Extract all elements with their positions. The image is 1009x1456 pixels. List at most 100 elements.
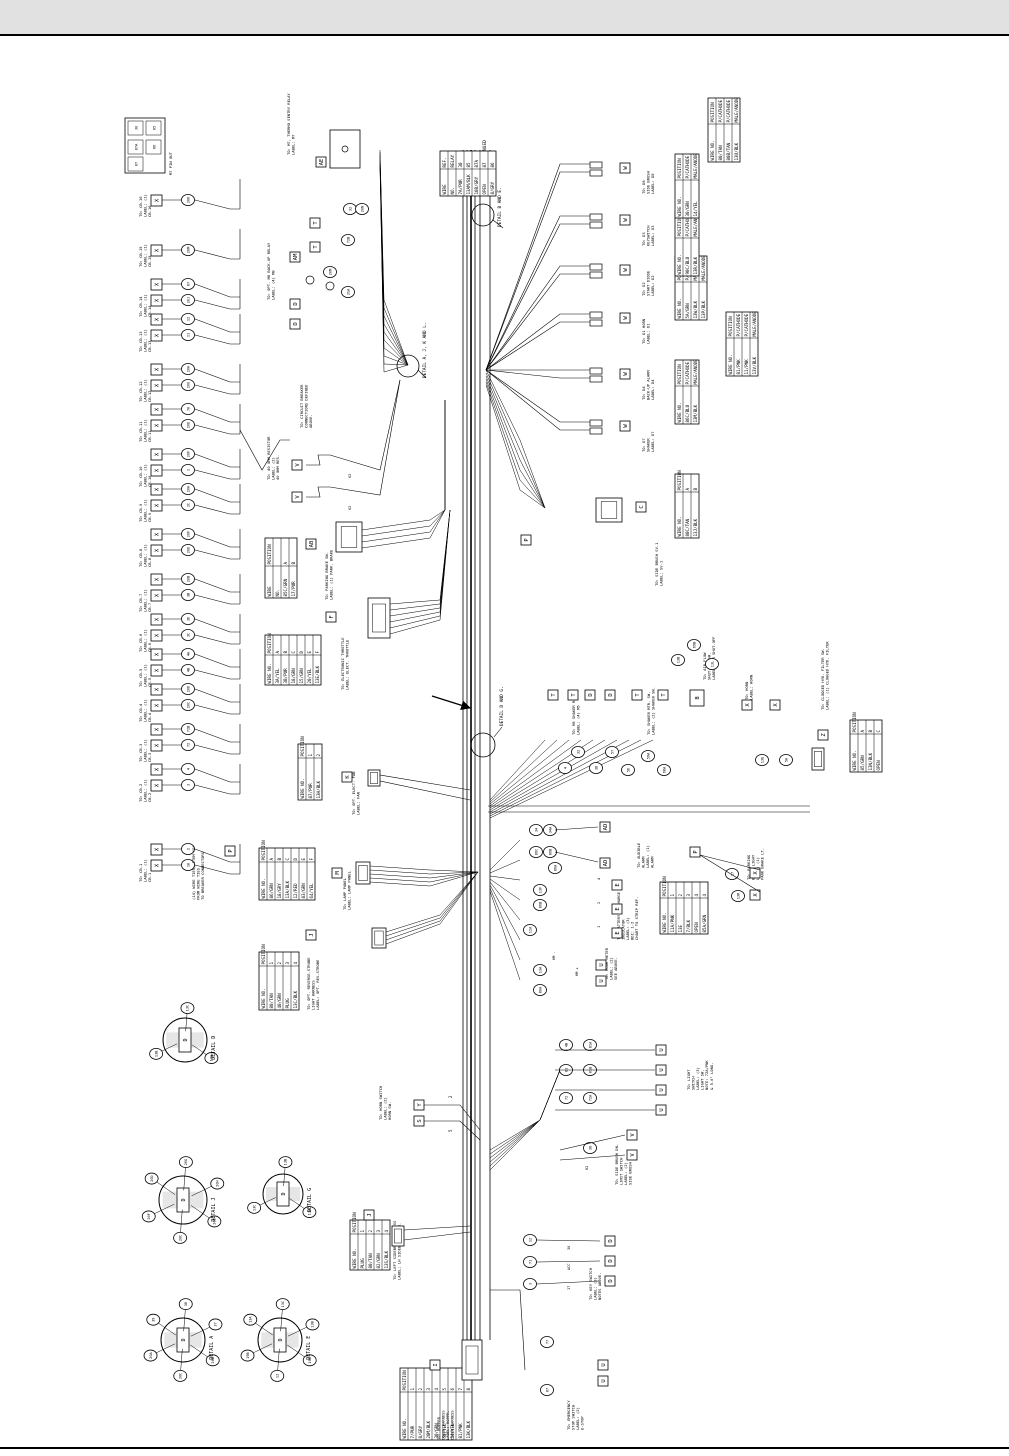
cb-wire-tag: 20K <box>181 194 195 206</box>
detail-e: D <box>257 1317 303 1363</box>
shaker-relay-terminal: D <box>584 689 596 701</box>
label-line: LABEL: (1) <box>143 739 148 762</box>
table-cell: 2 <box>678 894 683 897</box>
harness-branch <box>489 839 521 871</box>
label-line: LABEL: SV-1 <box>659 560 664 586</box>
table-cell: 12/RED <box>293 883 298 899</box>
connector-body <box>150 613 163 626</box>
pinout-cell-label: 85 <box>153 126 157 130</box>
table-cell: 7/PUR <box>410 1425 415 1438</box>
park-light-terminal: X <box>749 889 761 901</box>
connector-letter: W <box>623 424 629 428</box>
cb-terminal-x: X <box>150 739 163 752</box>
wire-tag-ring <box>523 1234 537 1246</box>
label-line: TO: CB-10 <box>138 466 143 487</box>
wire-tag-text: 20M <box>328 268 332 275</box>
connector-letter: V <box>295 463 301 467</box>
wire <box>554 826 599 831</box>
label-line: CB-15 <box>147 256 152 267</box>
shaker-relay-wire-tag: 57 <box>605 746 619 758</box>
table-cell: 5 <box>442 1388 447 1391</box>
sv-letter: C <box>635 501 647 513</box>
label-line: CB-14 <box>147 305 152 317</box>
lamp-letter: M <box>331 867 343 879</box>
connector-body <box>150 483 163 496</box>
label-line: 17 <box>567 1286 571 1290</box>
wire-tag-text: 11 <box>186 333 190 337</box>
shaker-relay-wire-tag: 32 <box>571 746 585 758</box>
connector-body <box>567 689 579 701</box>
label-line: TO: CB-4 <box>138 703 143 722</box>
table-cell: 82/GRN <box>376 1253 381 1269</box>
cb-terminal-x: X <box>150 329 163 342</box>
table-cell: 13H/BLK <box>316 780 321 798</box>
battery-pin: 2 <box>597 902 601 904</box>
table-cell: POSITION <box>662 876 667 897</box>
detail-wire-tag: 20E <box>207 1215 222 1228</box>
cb-wire-tag: 4B <box>181 664 195 676</box>
wire-tag-ring <box>146 1313 161 1326</box>
cb-terminal-x: X <box>150 629 163 642</box>
table-cell: 7A/PUR <box>458 179 463 195</box>
resistor-wire: 62 <box>348 474 352 478</box>
connector-letter: V <box>630 1133 636 1137</box>
cb-wire-tag: 20M <box>181 244 195 256</box>
detail-wire-tag: 13B <box>278 1156 293 1168</box>
diode-backup-alarm-caption: TO: D4BACK-UP ALARMLABEL: D4 <box>641 370 655 400</box>
strobe-plug <box>371 927 387 949</box>
label-line: CONNECTIONS DEFINED <box>304 384 309 428</box>
label-line: TO: CB-15 <box>138 246 143 267</box>
pointer-arrow <box>431 695 471 711</box>
connector-letter: X <box>155 317 161 321</box>
connector-body <box>655 1044 667 1056</box>
cb-terminal-x: X <box>150 379 163 392</box>
wire-tag-ring <box>205 1354 220 1367</box>
table-cell: OPEN <box>876 760 881 771</box>
cb-wire-tag: 20E <box>181 544 195 556</box>
harness-branch <box>379 153 409 366</box>
connector-letter: B <box>695 696 701 700</box>
connector-letter: P <box>228 849 234 853</box>
wire-tag-text: 20N <box>360 206 364 213</box>
harness-branch <box>489 887 521 961</box>
table-cell: MALE/ANODE <box>693 359 698 385</box>
table-cell: WIRE NO. <box>677 402 682 422</box>
cb-lead <box>194 864 240 875</box>
ring-terminal <box>325 281 335 291</box>
pinout-cell-label: 87A <box>135 143 139 150</box>
wire-tag-ring <box>605 746 619 758</box>
table-cell: 1 <box>670 894 675 897</box>
connector-letter: X <box>155 687 161 691</box>
connector-body <box>595 975 607 987</box>
label-line: START DIODE <box>646 270 651 296</box>
label-line: TO: LEFT SIDEBRUSH HARNESS <box>392 1220 397 1280</box>
connector-letter: U <box>601 1379 607 1382</box>
cb-lead <box>194 504 240 515</box>
wire-tag-ring <box>657 764 671 776</box>
connector-letter: X <box>745 703 751 707</box>
table-cell: 80/TAN <box>718 145 723 161</box>
table-cell: WIRE NO. <box>261 988 266 1008</box>
key-switch-terminal: D <box>604 1255 616 1267</box>
connector-body <box>631 689 643 701</box>
table-cell: 86C/BLU <box>685 404 690 422</box>
wire-tag-ring <box>779 754 793 766</box>
wire-tag-text: 31A <box>346 288 350 295</box>
label-line: HM - <box>552 951 556 960</box>
air-flow-caption: TO: AIR FLOWSHUT-OFF SW.LABEL: AIR SHUT-… <box>702 636 716 680</box>
label-line: TO: D7 <box>641 438 646 452</box>
harness-branch <box>379 155 409 366</box>
table-cell: 40/GRN <box>277 993 282 1009</box>
callout-circle <box>396 354 420 378</box>
wire-tag-text: 4 <box>563 767 567 769</box>
label-line: 4 <box>597 878 601 880</box>
table-cell: PLUG <box>285 998 290 1009</box>
harness-branch <box>489 739 582 807</box>
relay-terminal: AM <box>289 251 301 263</box>
diode-lead <box>485 313 590 371</box>
connector-body <box>689 846 701 858</box>
connector-letter: T <box>313 221 319 225</box>
resistor-wire: 62 <box>348 506 352 510</box>
cb-terminal-x: X <box>150 648 163 661</box>
label-line: LABEL: (1) <box>143 419 148 442</box>
